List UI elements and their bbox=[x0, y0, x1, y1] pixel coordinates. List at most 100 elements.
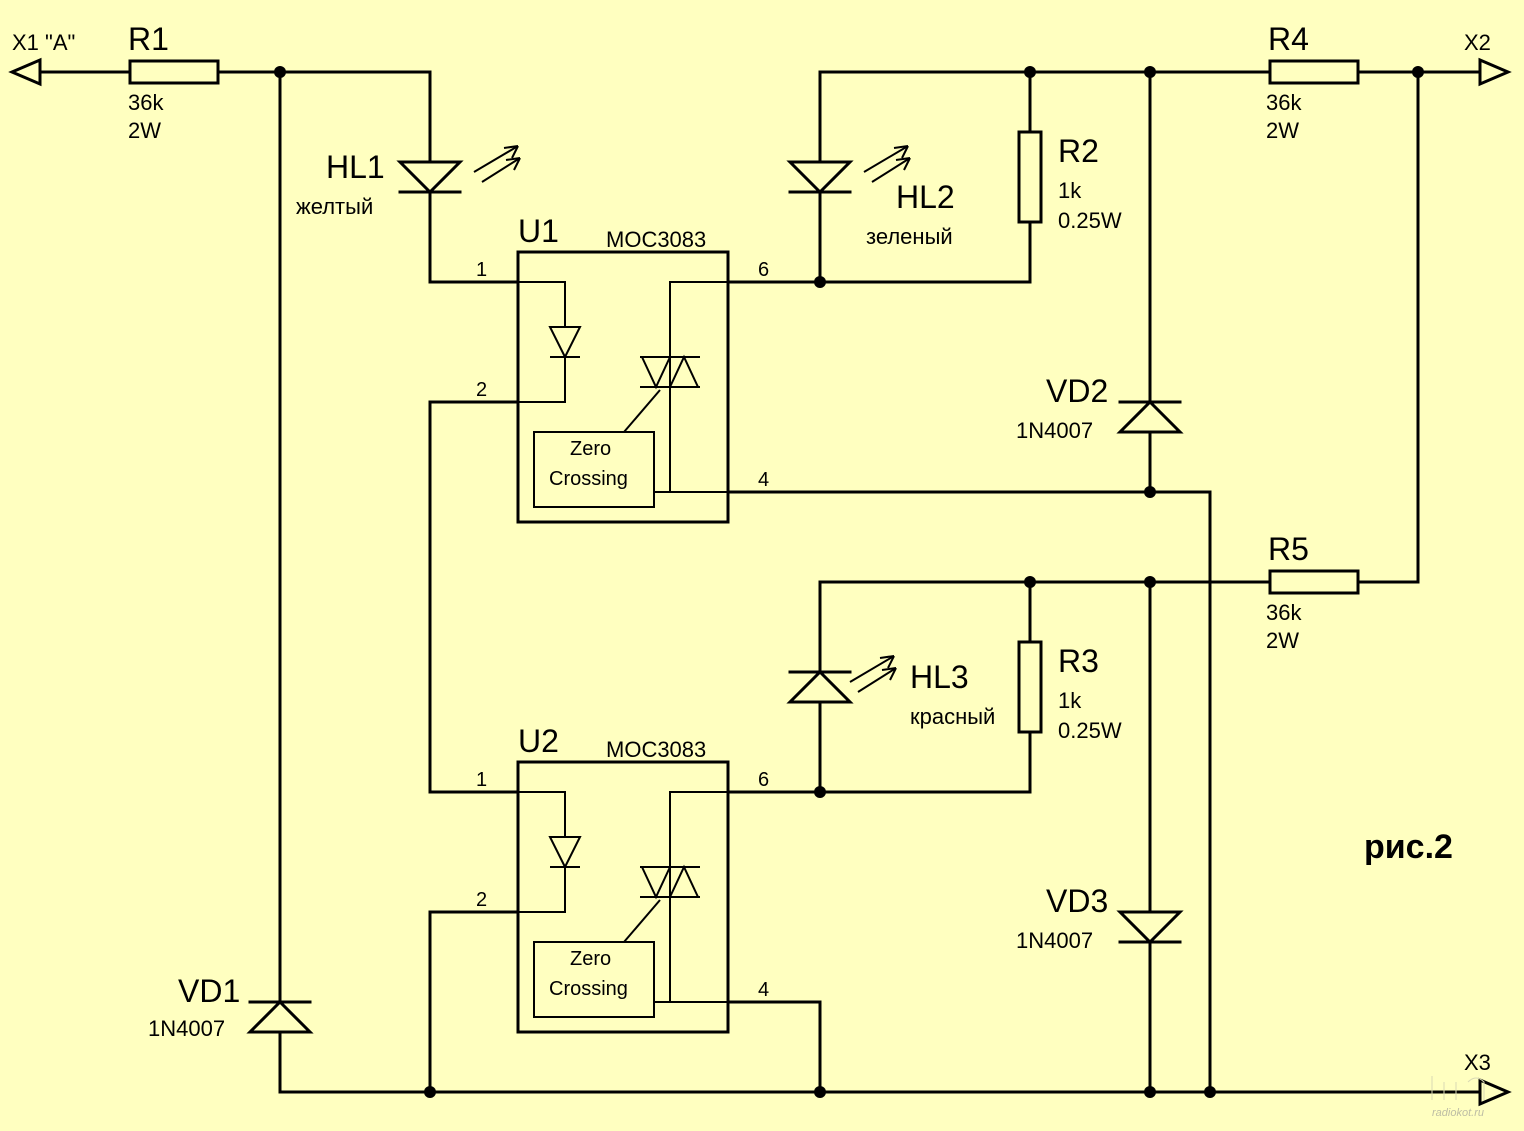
junctions bbox=[274, 66, 1424, 1098]
led-hl2: HL2 зеленый bbox=[786, 145, 955, 249]
led-hl3-light-arrows-icon bbox=[849, 655, 897, 693]
optocoupler-u1-zc-line2: Crossing bbox=[549, 468, 628, 490]
optocoupler-u2-pin-4: 4 bbox=[758, 979, 769, 1001]
optocoupler-u1-pin-6: 6 bbox=[758, 259, 769, 281]
diode-vd1-part: 1N4007 bbox=[148, 1016, 225, 1041]
resistor-r2-value: 1k bbox=[1058, 178, 1082, 203]
resistor-r5-value: 36k bbox=[1266, 600, 1302, 625]
optocoupler-u1-triac-icon bbox=[640, 354, 700, 390]
resistor-r1-value: 36k bbox=[128, 90, 164, 115]
diode-vd1-symbol-icon bbox=[246, 999, 314, 1034]
junction-dot bbox=[1412, 66, 1424, 78]
resistor-r5-power: 2W bbox=[1266, 628, 1299, 653]
resistor-r1-ref: R1 bbox=[128, 21, 169, 57]
connector-x1-arrow-icon bbox=[8, 57, 42, 87]
optocoupler-u1-zero-crossing-box bbox=[533, 431, 655, 508]
diode-vd3-symbol-icon bbox=[1116, 910, 1184, 945]
led-hl3: HL3 красный bbox=[786, 655, 995, 729]
optocoupler-u2-pin-1: 1 bbox=[476, 769, 487, 791]
resistor-r2-power: 0.25W bbox=[1058, 208, 1122, 233]
resistor-r4: R4 36k 2W bbox=[1266, 21, 1360, 143]
junction-dot bbox=[1144, 1086, 1156, 1098]
led-hl1-color: желтый bbox=[296, 194, 373, 219]
junction-dot bbox=[1144, 486, 1156, 498]
watermark: radiokot.ru bbox=[1431, 1076, 1485, 1119]
led-hl1: HL1 желтый bbox=[296, 145, 521, 219]
resistor-r1-body bbox=[128, 59, 220, 85]
diode-vd2: VD2 1N4007 bbox=[1016, 373, 1184, 443]
junction-dot bbox=[1144, 576, 1156, 588]
resistor-r3-power: 0.25W bbox=[1058, 718, 1122, 743]
led-hl1-light-arrows-icon bbox=[473, 145, 521, 183]
junction-dot bbox=[814, 276, 826, 288]
led-hl2-ref: HL2 bbox=[896, 179, 955, 215]
optocoupler-u1-pin-2: 2 bbox=[476, 379, 487, 401]
optocoupler-u1-zc-line1: Zero bbox=[570, 438, 611, 460]
resistor-r3: R3 1k 0.25W bbox=[1017, 640, 1122, 743]
watermark-text: radiokot.ru bbox=[1432, 1107, 1484, 1119]
diode-vd2-ref: VD2 bbox=[1046, 373, 1108, 409]
resistor-r2-body bbox=[1017, 130, 1043, 224]
resistor-r3-ref: R3 bbox=[1058, 643, 1099, 679]
junction-dot bbox=[814, 786, 826, 798]
optocoupler-u2-pin-2: 2 bbox=[476, 889, 487, 911]
diode-vd2-part: 1N4007 bbox=[1016, 418, 1093, 443]
optocoupler-u1-led-icon bbox=[548, 326, 582, 360]
optocoupler-u2-zc-line2: Crossing bbox=[549, 978, 628, 1000]
connector-x1: X1 "A" bbox=[8, 30, 75, 87]
optocoupler-u1-ref: U1 bbox=[518, 213, 559, 249]
led-hl3-ref: HL3 bbox=[910, 659, 969, 695]
junction-dot bbox=[274, 66, 286, 78]
optocoupler-u1: Zero Crossing U1 MOC3083 1 2 4 6 bbox=[476, 213, 769, 524]
optocoupler-u1-pin-4: 4 bbox=[758, 469, 769, 491]
optocoupler-u2: Zero Crossing U2 MOC3083 1 2 4 6 bbox=[476, 723, 769, 1034]
junction-dot bbox=[1204, 1086, 1216, 1098]
optocoupler-u1-part: MOC3083 bbox=[606, 227, 706, 252]
junction-dot bbox=[1024, 66, 1036, 78]
figure-label: рис.2 bbox=[1364, 828, 1453, 866]
diode-vd1: VD1 1N4007 bbox=[148, 973, 314, 1041]
led-hl3-color: красный bbox=[910, 704, 995, 729]
resistor-r4-value: 36k bbox=[1266, 90, 1302, 115]
resistor-r4-power: 2W bbox=[1266, 118, 1299, 143]
optocoupler-u2-zc-line1: Zero bbox=[570, 948, 611, 970]
diode-vd3-part: 1N4007 bbox=[1016, 928, 1093, 953]
diode-vd2-symbol-icon bbox=[1116, 399, 1184, 434]
resistor-r4-ref: R4 bbox=[1268, 21, 1309, 57]
diode-vd3: VD3 1N4007 bbox=[1016, 883, 1184, 953]
junction-dot bbox=[814, 1086, 826, 1098]
optocoupler-u2-part: MOC3083 bbox=[606, 737, 706, 762]
optocoupler-u2-led-icon bbox=[548, 836, 582, 870]
connector-x2: X2 bbox=[1464, 30, 1512, 87]
led-hl3-symbol-icon bbox=[786, 669, 854, 704]
resistor-r1-power: 2W bbox=[128, 118, 161, 143]
led-hl1-ref: HL1 bbox=[326, 149, 385, 185]
resistor-r5-ref: R5 bbox=[1268, 531, 1309, 567]
resistor-r5-body bbox=[1268, 569, 1360, 595]
optocoupler-u2-triac-icon bbox=[640, 864, 700, 900]
connector-x1-label: X1 "A" bbox=[12, 30, 75, 55]
optocoupler-u1-pin-1: 1 bbox=[476, 259, 487, 281]
led-hl2-symbol-icon bbox=[786, 160, 854, 195]
resistor-r4-body bbox=[1268, 59, 1360, 85]
connector-x2-label: X2 bbox=[1464, 30, 1491, 55]
connector-x3: X3 bbox=[1464, 1050, 1512, 1107]
diode-vd3-ref: VD3 bbox=[1046, 883, 1108, 919]
optocoupler-u2-pin-6: 6 bbox=[758, 769, 769, 791]
connector-x2-arrow-icon bbox=[1478, 57, 1512, 87]
resistor-r1: R1 36k 2W bbox=[128, 21, 220, 143]
diode-vd1-ref: VD1 bbox=[178, 973, 240, 1009]
optocoupler-u2-zero-crossing-box bbox=[533, 941, 655, 1018]
resistor-r2: R2 1k 0.25W bbox=[1017, 130, 1122, 233]
wires bbox=[38, 70, 1482, 1094]
resistor-r3-body bbox=[1017, 640, 1043, 734]
connector-x3-arrow-icon bbox=[1478, 1077, 1512, 1107]
resistor-r3-value: 1k bbox=[1058, 688, 1082, 713]
watermark-logo-icon bbox=[1431, 1076, 1485, 1100]
junction-dot bbox=[1144, 66, 1156, 78]
led-hl2-light-arrows-icon bbox=[863, 145, 911, 183]
resistor-r5: R5 36k 2W bbox=[1266, 531, 1360, 653]
junction-dot bbox=[424, 1086, 436, 1098]
connector-x3-label: X3 bbox=[1464, 1050, 1491, 1075]
